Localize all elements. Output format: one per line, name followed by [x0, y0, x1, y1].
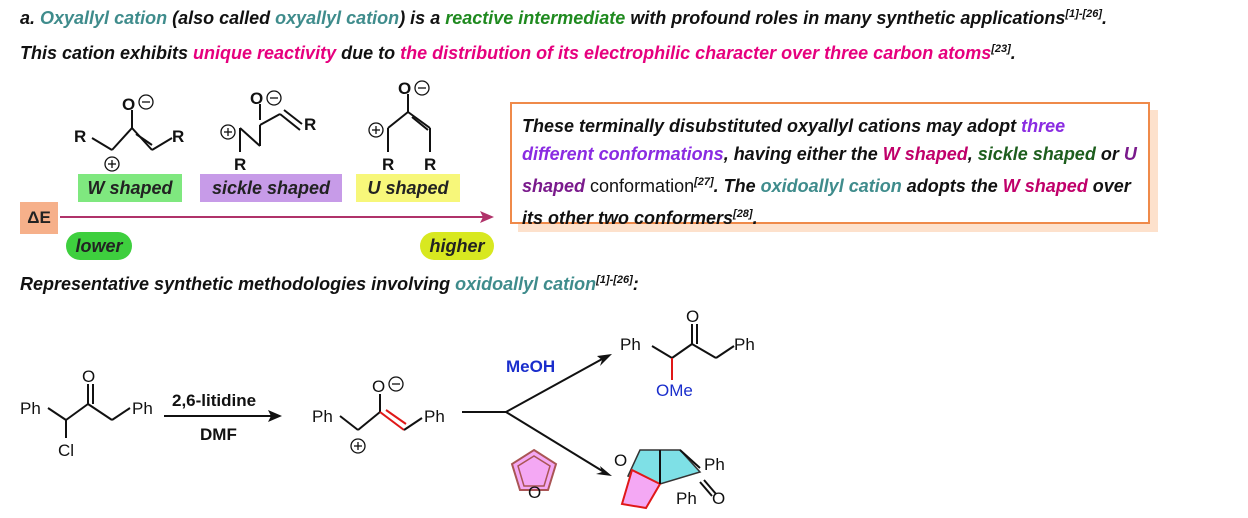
sickle-plus-charge-icon: [220, 124, 236, 140]
conformation-note-box: These terminally disubstituted oxyallyl …: [510, 102, 1150, 228]
sm-chlorine: Cl: [58, 441, 74, 460]
p2-carbonyl-oxygen: O: [712, 489, 725, 508]
p1-ph-left: Ph: [620, 335, 641, 354]
furan-arrow-head-icon: [596, 466, 612, 476]
sickle-r-bottom: R: [234, 155, 246, 174]
int-ph-left: Ph: [312, 407, 333, 426]
p1-ph-right: Ph: [734, 335, 755, 354]
reagent-solvent: DMF: [200, 425, 237, 444]
int-ph-right: Ph: [424, 407, 445, 426]
sm-ph-right: Ph: [132, 399, 153, 418]
p2-bridge-oxygen: O: [614, 451, 627, 470]
w-r-right: R: [172, 127, 184, 146]
sickle-oxygen: O: [250, 89, 263, 108]
meoh-arrow-head-icon: [597, 354, 612, 366]
intro-line-2: This cation exhibits unique reactivity d…: [20, 43, 1016, 63]
int-minus-charge-icon: [388, 376, 404, 392]
u-oxygen: O: [398, 80, 411, 98]
reagent-base: 2,6-litidine: [172, 391, 256, 410]
furan-icon: [510, 448, 558, 491]
sm-oxygen: O: [82, 367, 95, 386]
meoh-reagent: MeOH: [506, 357, 555, 376]
sickle-r-right: R: [304, 115, 316, 134]
u-r-right: R: [424, 155, 436, 174]
intro-line-1: a. Oxyallyl cation (also called oxyallyl…: [20, 8, 1108, 28]
sickle-shaped-label: sickle shaped: [200, 174, 342, 202]
reaction-arrow-head-icon: [268, 410, 282, 422]
higher-energy-badge: higher: [420, 232, 494, 260]
p2-ph-top: Ph: [704, 455, 725, 474]
int-oxygen: O: [372, 377, 385, 396]
w-minus-charge-icon: [138, 94, 154, 110]
sickle-minus-charge-icon: [266, 90, 282, 106]
w-r-left: R: [74, 127, 86, 146]
conformer-structures: R R O O R R O R R: [60, 80, 494, 223]
u-minus-charge-icon: [414, 80, 430, 96]
u-shaped-label: U shaped: [356, 174, 460, 202]
u-r-left: R: [382, 155, 394, 174]
energy-arrow-head-icon: [480, 211, 494, 223]
p1-oxygen: O: [686, 307, 699, 326]
w-plus-charge-icon: [104, 156, 120, 172]
p1-methoxy: OMe: [656, 381, 693, 400]
reaction-scheme: Ph Ph O Cl 2,6-litidine DMF Ph Ph O MeOH…: [20, 307, 755, 510]
int-plus-charge-icon: [350, 438, 366, 454]
lower-energy-badge: lower: [66, 232, 132, 260]
cycloadduct: [620, 449, 717, 510]
u-plus-charge-icon: [368, 122, 384, 138]
methods-heading: Representative synthetic methodologies i…: [20, 274, 639, 294]
p2-ph-bottom: Ph: [676, 489, 697, 508]
w-oxygen: O: [122, 95, 135, 114]
sm-ph-left: Ph: [20, 399, 41, 418]
furan-oxygen: O: [528, 483, 541, 502]
delta-e-label: ΔE: [20, 202, 58, 234]
w-shaped-label: W shaped: [78, 174, 182, 202]
